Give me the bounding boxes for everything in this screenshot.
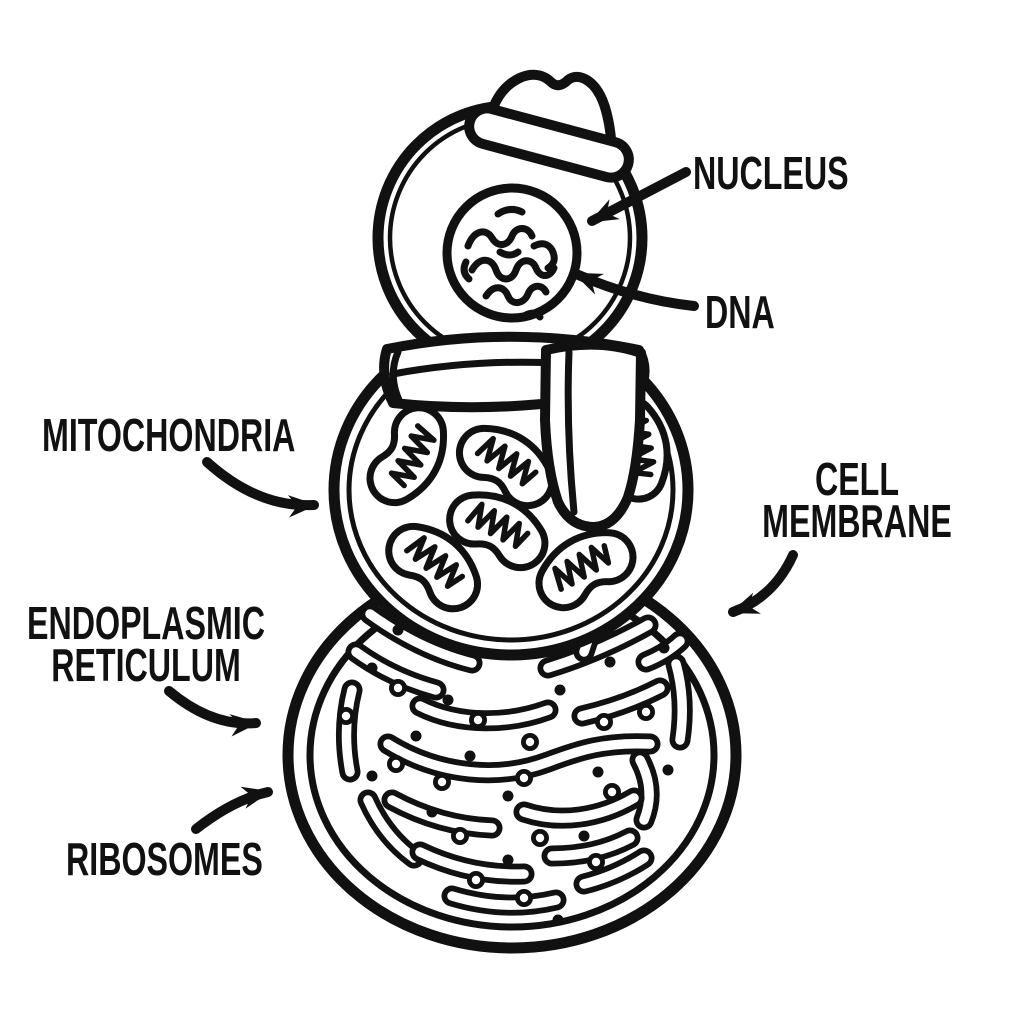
annotation-arrows <box>164 167 798 834</box>
mitochondria-label: MITOCHONDRIA <box>42 409 296 461</box>
cell-membrane-label-line2: MEMBRANE <box>762 495 952 548</box>
er-label-line1: ENDOPLASMIC <box>27 597 265 649</box>
mitochondrion <box>446 491 549 572</box>
dna-label: DNA <box>705 286 775 338</box>
mitochondrion <box>535 529 637 612</box>
nucleus-label: NUCLEUS <box>693 147 849 199</box>
ribosomes-dots <box>337 624 674 926</box>
mitochondrion <box>385 522 482 613</box>
scarf-tail <box>540 339 646 532</box>
scarf <box>379 331 650 532</box>
ribosomes-arrow <box>191 786 273 834</box>
nucleus-arrow <box>587 167 691 226</box>
hat-brim <box>464 103 634 183</box>
ribosome-hollow-dots <box>337 679 655 907</box>
dna-arrow <box>571 269 699 311</box>
mitochondrion <box>455 424 556 510</box>
dna-squiggle <box>460 205 558 321</box>
mitochondria-arrow <box>202 457 319 518</box>
mitochondria-group <box>366 395 671 613</box>
er-label-line2: RETICULUM <box>51 639 241 692</box>
cell-membrane-arrow <box>728 550 798 617</box>
cell-membrane-label: CELL MEMBRANE <box>759 453 955 548</box>
mitochondrion <box>366 404 447 507</box>
hat <box>464 69 634 183</box>
er-arrow <box>164 686 261 737</box>
cell-membrane-label-line1: CELL <box>814 453 900 505</box>
ribosomes-label: RIBOSOMES <box>66 833 263 885</box>
endoplasmic-reticulum-label: ENDOPLASMIC RETICULUM <box>20 597 272 692</box>
